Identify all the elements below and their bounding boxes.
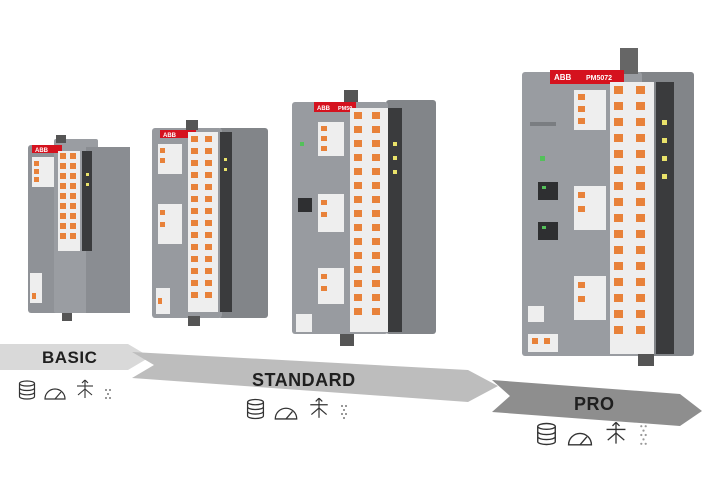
plc-standard-large: ABB PM50: [292, 90, 436, 346]
database-icon: [246, 398, 265, 420]
tier-label-basic: BASIC: [42, 348, 98, 367]
gauge-icon: [567, 432, 593, 446]
gauge-icon: [44, 388, 66, 400]
banner-basic: [0, 344, 150, 370]
database-icon: [537, 422, 556, 446]
database-icon: [18, 380, 36, 400]
network-icon: [606, 421, 626, 444]
tier-icons-basic: [18, 378, 112, 400]
dots-icon: [105, 389, 111, 399]
brand-logo-basic: ABB: [35, 148, 49, 154]
banner-standard: [132, 352, 498, 402]
network-icon: [77, 379, 93, 398]
model-label-standard-large: PM50: [338, 106, 352, 112]
network-icon: [310, 397, 328, 418]
banner-pro: [492, 380, 702, 426]
tier-icons-standard: [246, 396, 348, 420]
plc-basic: ABB: [28, 135, 130, 321]
plc-standard-small: ABB: [152, 120, 268, 326]
brand-logo-pro: ABB: [554, 73, 572, 82]
terminal-strip-basic: [58, 151, 92, 251]
dots-icon: [640, 425, 647, 445]
tier-label-standard: STANDARD: [252, 370, 356, 390]
plc-pro: ABB PM5072: [522, 48, 694, 366]
terminal-strip-standard-small: [188, 132, 232, 312]
brand-logo-standard-small: ABB: [163, 133, 177, 139]
dots-icon: [341, 405, 347, 419]
brand-logo-standard-large: ABB: [317, 106, 331, 112]
tier-icons-pro: [536, 420, 648, 446]
model-label-pro: PM5072: [586, 75, 612, 82]
tier-label-pro: PRO: [574, 394, 615, 414]
gauge-icon: [274, 407, 298, 420]
terminals-standard-large: [354, 112, 380, 315]
qr-code: [528, 306, 544, 322]
terminals-pro: [614, 86, 645, 334]
